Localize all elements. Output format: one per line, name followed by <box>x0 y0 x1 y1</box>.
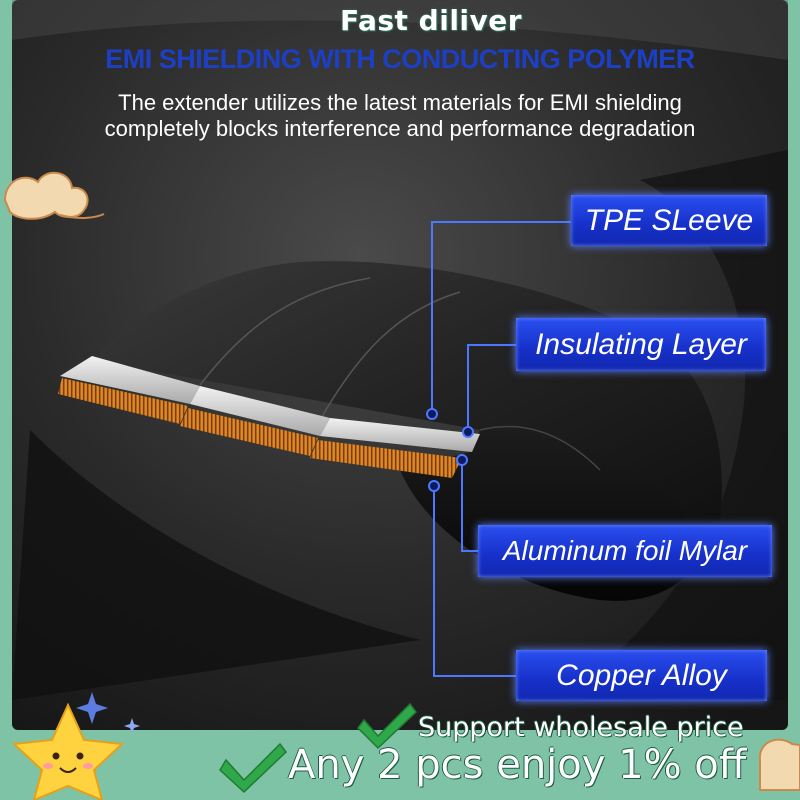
leader-lines <box>431 221 571 677</box>
aluminum-foil-label: Aluminum foil Mylar <box>478 525 772 577</box>
wholesale-promo: Support wholesale price <box>418 712 744 743</box>
copper-alloy-label: Copper Alloy <box>516 650 767 701</box>
insulating-layer-label: Insulating Layer <box>516 318 766 371</box>
star-mascot-icon <box>11 702 125 800</box>
copper-marker <box>428 480 440 492</box>
tpe-marker <box>426 408 438 420</box>
description-line-2: completely blocks interference and perfo… <box>104 116 696 141</box>
check-mark-icon <box>357 702 418 750</box>
check-mark-icon <box>219 742 287 794</box>
cloud-decoration-icon <box>758 738 800 791</box>
cloud-decoration-icon <box>3 172 105 220</box>
insulating-marker <box>462 426 474 438</box>
sparkle-icon <box>76 692 108 724</box>
sparkle-icon <box>124 718 140 734</box>
fast-delivery-banner: Fast diliver <box>340 4 523 37</box>
discount-promo: Any 2 pcs enjoy 1% off <box>288 742 747 788</box>
aluminum-marker <box>456 454 468 466</box>
tpe-sleeve-label: TPE SLeeve <box>571 195 767 246</box>
page-headline: EMI SHIELDING WITH CONDUCTING POLYMER <box>105 44 695 74</box>
description-line-1: The extender utilizes the latest materia… <box>118 90 682 115</box>
